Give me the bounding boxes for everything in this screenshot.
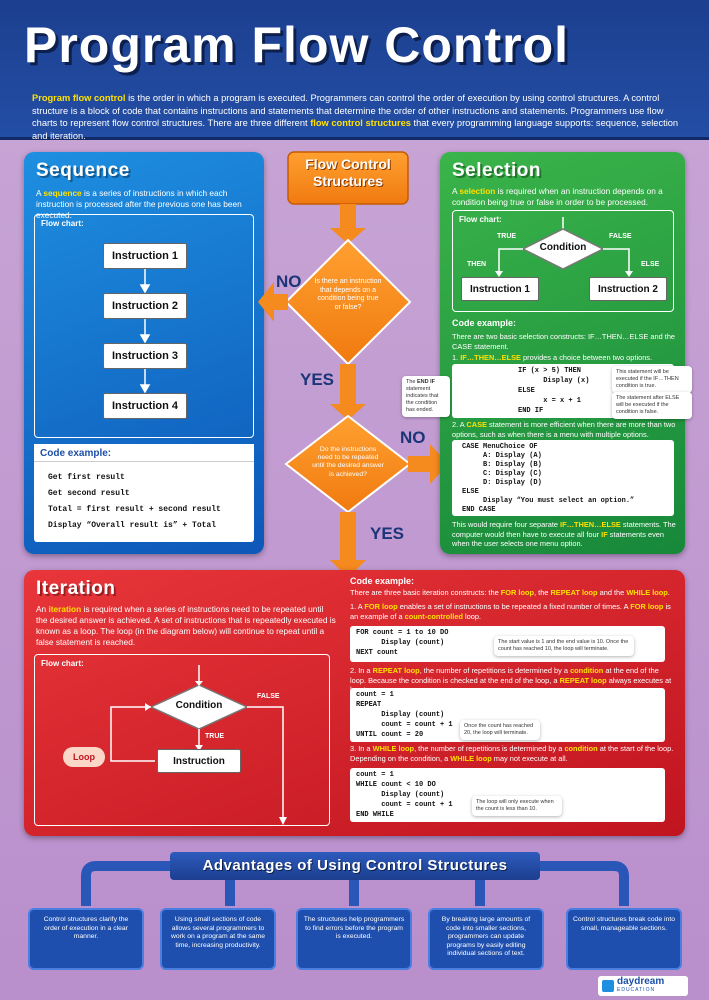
advantage-card-1: Control structures clarify the order of … — [28, 908, 144, 970]
selection-note-endif: The END IF statement indicates that the … — [402, 376, 450, 417]
brand-sub: EDUCATION — [617, 987, 656, 993]
sequence-flowchart: Flow chart: Instruction 1 Instruction 2 … — [34, 214, 254, 438]
selection-note-if: This statement will be executed if the I… — [612, 366, 692, 393]
brand-name: daydream — [617, 976, 665, 987]
center-no-label-2: NO — [400, 428, 426, 447]
center-question-2: Do the instructions need to be repeated … — [312, 446, 384, 478]
header-banner: Program Flow Control Program flow contro… — [0, 0, 709, 142]
selection-else-label: ELSE — [641, 261, 660, 268]
iteration-code-2-text: count = 1 REPEAT Display (count) count =… — [356, 691, 453, 739]
advantage-card-2: Using small sections of code allows seve… — [160, 908, 276, 970]
selection-flow-label: Flow chart: — [459, 215, 502, 224]
iteration-intro: There are three basic iteration construc… — [350, 588, 670, 597]
iteration-code-1-text: FOR count = 1 to 10 DO Display (count) N… — [356, 629, 449, 657]
iteration-code-3-text: count = 1 WHILE count < 10 DO Display (c… — [356, 771, 453, 819]
iteration-loop-label: Loop — [63, 747, 105, 767]
sequence-title: Sequence — [36, 160, 130, 181]
page-title: Program Flow Control — [24, 17, 569, 73]
center-flow-svg — [258, 151, 448, 578]
selection-point-1: 1. IF…THEN…ELSE provides a choice betwee… — [452, 353, 653, 362]
sequence-instruction-4: Instruction 4 — [103, 393, 187, 419]
iteration-description: An iteration is required when a series o… — [36, 604, 336, 647]
selection-code-2: CASE MenuChoice OF A: Display (A) B: Dis… — [452, 440, 674, 516]
iteration-flowchart: Flow chart: Condition FALSE TRUE Instruc… — [34, 654, 330, 826]
selection-condition: Condition — [539, 242, 587, 253]
brand-icon — [602, 980, 614, 992]
iteration-flow-label: Flow chart: — [41, 659, 84, 668]
selection-point-2: 2. A CASE statement is more efficient wh… — [452, 420, 676, 439]
selection-title: Selection — [452, 160, 541, 181]
intro-highlight-1: Program flow control — [32, 93, 126, 103]
center-yes-label-1: YES — [300, 370, 335, 389]
iteration-note-for: The start value is 1 and the end value i… — [494, 636, 634, 656]
advantage-card-3: The structures help programmers to find … — [296, 908, 412, 970]
selection-false-label: FALSE — [609, 233, 632, 240]
selection-then-label: THEN — [467, 261, 487, 268]
selection-code-2-text: CASE MenuChoice OF A: Display (A) B: Dis… — [462, 443, 635, 514]
selection-flowchart: Flow chart: Condition TRUE FALSE THEN EL… — [452, 210, 674, 312]
iteration-code-label: Code example: — [350, 576, 415, 586]
intro-text-2: that every programming language supports… — [32, 118, 679, 141]
selection-point-3: This would require four separate IF…THEN… — [452, 520, 676, 548]
sequence-instruction-3: Instruction 3 — [103, 343, 187, 369]
center-title-line-1: Flow Control — [305, 156, 391, 172]
advantages-connectors — [81, 861, 629, 906]
iteration-note-repeat: Once the count has reached 20, the loop … — [460, 720, 540, 740]
selection-code-label: Code example: — [452, 318, 517, 328]
iteration-arrows — [110, 665, 287, 825]
brand-logo: daydream EDUCATION — [598, 976, 688, 996]
advantage-card-4: By breaking large amounts of code into s… — [428, 908, 544, 970]
iteration-panel: Iteration An iteration is required when … — [24, 570, 685, 836]
selection-intro: There are two basic selection constructs… — [452, 332, 676, 351]
sequence-code-box: Code example: Get first result Get secon… — [34, 444, 254, 542]
selection-instruction-1: Instruction 1 — [461, 277, 539, 301]
center-question-1: Is there an instruction that depends on … — [314, 278, 382, 311]
intro-text-1: is the order in which a program is execu… — [32, 93, 664, 128]
iteration-true-label: TRUE — [205, 733, 225, 740]
iteration-note-while: The loop will only execute when the coun… — [472, 796, 562, 816]
sequence-code-line-1: Get first result — [48, 473, 125, 482]
sequence-code-line-4: Display “Overall result is” + Total — [48, 521, 217, 530]
sequence-instruction-1: Instruction 1 — [103, 243, 187, 269]
iteration-point-1: 1. A FOR loop enables a set of instructi… — [350, 602, 671, 621]
center-title: Flow Control Structures — [288, 156, 408, 190]
sequence-description: A sequence is a series of instructions i… — [36, 188, 242, 220]
sequence-instruction-2: Instruction 2 — [103, 293, 187, 319]
selection-description: A selection is required when an instruct… — [452, 186, 663, 207]
advantages-title: Advantages of Using Control Structures — [170, 852, 540, 880]
intro-paragraph: Program flow control is the order in whi… — [32, 92, 682, 142]
selection-note-else: The statement after ELSE will be execute… — [612, 392, 692, 419]
iteration-instruction: Instruction — [157, 749, 241, 773]
iteration-title: Iteration — [36, 578, 116, 599]
iteration-point-3: 3. In a WHILE loop, the number of repeti… — [350, 744, 674, 763]
advantage-card-5: Control structures break code into small… — [566, 908, 682, 970]
selection-code-1-text: IF (x > 5) THEN Display (x) ELSE x = x +… — [518, 367, 590, 415]
iteration-false-label: FALSE — [257, 693, 280, 700]
sequence-code-label: Code example: — [34, 444, 254, 462]
selection-instruction-2: Instruction 2 — [589, 277, 667, 301]
sequence-flow-label: Flow chart: — [41, 219, 84, 228]
iteration-condition: Condition — [175, 700, 223, 711]
selection-arrows — [495, 217, 633, 277]
center-title-line-2: Structures — [312, 173, 384, 189]
sequence-code-line-3: Total = first result + second result — [48, 505, 221, 514]
selection-true-label: TRUE — [497, 233, 517, 240]
intro-highlight-2: flow control structures — [310, 118, 411, 128]
sequence-arrows — [139, 269, 151, 394]
sequence-panel: Sequence A sequence is a series of instr… — [24, 152, 264, 554]
center-no-label-1: NO — [276, 272, 302, 291]
selection-panel: Selection A selection is required when a… — [402, 152, 692, 554]
sequence-code-line-2: Get second result — [48, 489, 130, 498]
center-yes-label-2: YES — [370, 524, 405, 543]
